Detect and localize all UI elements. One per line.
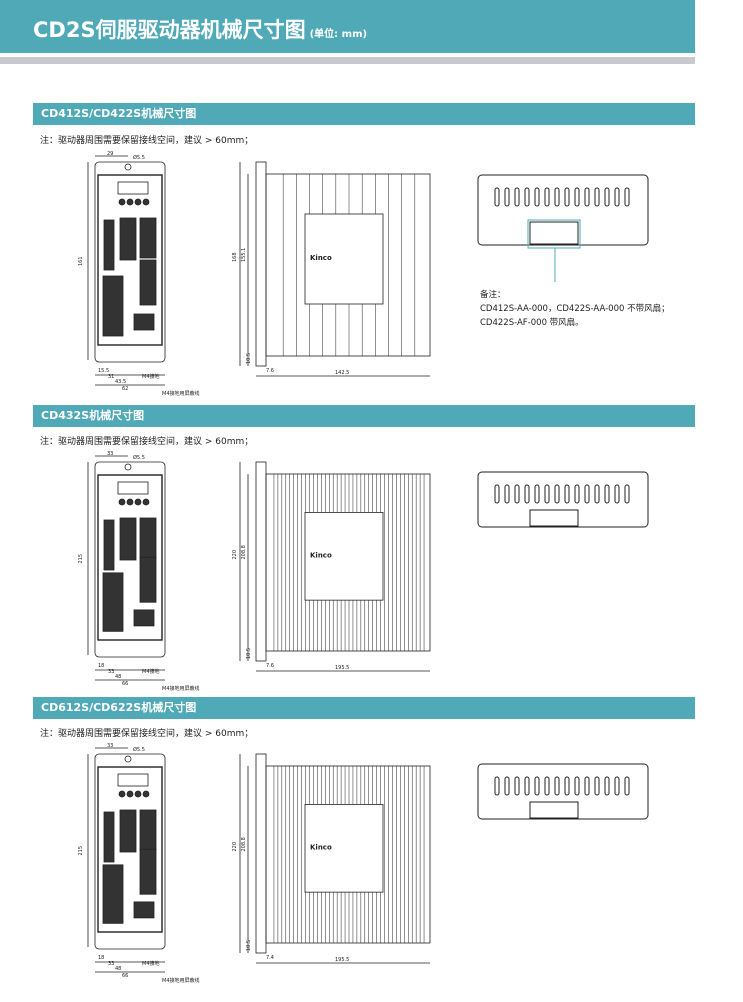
dim-label: 7.4 bbox=[266, 955, 274, 961]
dim-label: Ø5.5 bbox=[133, 454, 145, 461]
dim-label: Ø5.5 bbox=[133, 746, 145, 753]
dimension-drawing: 33 Ø5.5 215 18 33 48 66 M4接地 M4接地用屏蔽线 Ki… bbox=[78, 451, 649, 692]
remark-line: CD412S-AA-000，CD422S-AA-000 不带风扇； bbox=[480, 304, 670, 314]
dim-label: 208.8 bbox=[241, 837, 247, 851]
dim-label: 168 bbox=[232, 252, 238, 262]
remark-line: CD422S-AF-000 带风扇。 bbox=[480, 318, 584, 328]
label-brand: Kinco bbox=[310, 254, 332, 262]
label-brand: Kinco bbox=[310, 551, 332, 559]
side-view bbox=[239, 161, 431, 377]
divider bbox=[0, 57, 695, 64]
side-view bbox=[239, 753, 431, 964]
title-text: CD2S伺服驱动器机械尺寸图 bbox=[33, 18, 306, 42]
top-view bbox=[477, 174, 649, 282]
dim-label: 43.5 bbox=[115, 379, 126, 385]
dim-label: 31 bbox=[108, 374, 114, 380]
dim-label: 18 bbox=[98, 663, 104, 669]
dim-label: 195.5 bbox=[335, 665, 349, 671]
dim-label: 7.6 bbox=[266, 663, 274, 669]
dim-label: 215 bbox=[78, 846, 84, 856]
page-title: CD2S伺服驱动器机械尺寸图(单位: mm) bbox=[33, 14, 367, 44]
section-title: CD612S/CD622S机械尺寸图 bbox=[33, 697, 695, 719]
dim-label: 220 bbox=[232, 550, 238, 560]
dim-label: 33 bbox=[108, 961, 114, 967]
dim-label: 48 bbox=[115, 966, 121, 972]
note-text: 注：驱动器周围需要保留接线空间，建议 > 60mm； bbox=[40, 437, 254, 447]
fan-remark: 备注： CD412S-AA-000，CD422S-AA-000 不带风扇； CD… bbox=[480, 288, 670, 330]
remark-label: 备注： bbox=[480, 290, 506, 300]
dim-label: 66 bbox=[122, 681, 128, 687]
dim-label: 208.8 bbox=[241, 545, 247, 559]
dim-label: 195.5 bbox=[335, 957, 349, 963]
dim-label: 10.5 bbox=[246, 940, 252, 951]
dim-label: 7.6 bbox=[266, 368, 274, 374]
dim-label: 33 bbox=[107, 451, 113, 457]
page-header: CD2S伺服驱动器机械尺寸图(单位: mm) bbox=[0, 0, 695, 53]
dim-label: M4接地用屏蔽线 bbox=[162, 977, 200, 984]
dim-label: M4接地用屏蔽线 bbox=[162, 685, 200, 692]
top-view bbox=[477, 471, 649, 528]
dim-label: 10.5 bbox=[246, 648, 252, 659]
top-view bbox=[477, 763, 649, 820]
dim-label: 142.5 bbox=[335, 370, 349, 376]
section-title: CD432S机械尺寸图 bbox=[33, 405, 695, 427]
dim-label: 15.5 bbox=[98, 368, 109, 374]
front-view bbox=[87, 747, 166, 973]
section-title: CD412S/CD422S机械尺寸图 bbox=[33, 103, 695, 125]
note-text: 注：驱动器周围需要保留接线空间，建议 > 60mm； bbox=[40, 136, 254, 146]
dimension-drawing: 33 Ø5.5 215 18 33 48 66 M4接地 M4接地用屏蔽线 Ki… bbox=[78, 743, 649, 984]
dim-label: M4接地用屏蔽线 bbox=[162, 390, 200, 397]
dim-label: M4接地 bbox=[142, 373, 160, 380]
dim-label: 220 bbox=[232, 842, 238, 852]
dim-label: Ø5.5 bbox=[133, 154, 145, 161]
side-view bbox=[239, 461, 431, 672]
dim-label: 155.1 bbox=[241, 248, 247, 262]
dim-label: 48 bbox=[115, 674, 121, 680]
front-view bbox=[87, 155, 166, 386]
dim-label: 161 bbox=[78, 256, 84, 266]
dim-label: 215 bbox=[78, 554, 84, 564]
unit-label: (单位: mm) bbox=[309, 29, 368, 40]
dim-label: 33 bbox=[108, 669, 114, 675]
front-view bbox=[87, 455, 166, 681]
dim-label: M4接地 bbox=[142, 960, 160, 967]
dim-label: 33 bbox=[107, 743, 113, 749]
dim-label: 10.5 bbox=[246, 353, 252, 364]
dim-label: 18 bbox=[98, 955, 104, 961]
dim-label: 62 bbox=[122, 386, 128, 392]
dim-label: 29 bbox=[107, 151, 113, 157]
note-text: 注：驱动器周围需要保留接线空间，建议 > 60mm； bbox=[40, 729, 254, 739]
label-brand: Kinco bbox=[310, 843, 332, 851]
dimension-drawing: 29 Ø5.5 161 15.5 31 43.5 62 M4接地 M4接地用屏蔽… bbox=[78, 151, 649, 397]
dim-label: M4接地 bbox=[142, 668, 160, 675]
dim-label: 66 bbox=[122, 973, 128, 979]
